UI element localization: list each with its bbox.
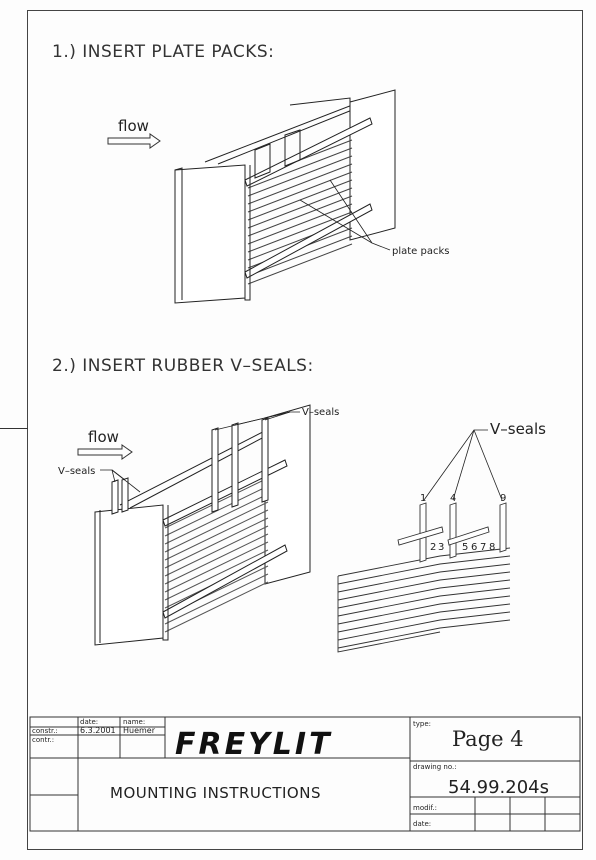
number-5: 5 — [462, 542, 468, 553]
number-9: 9 — [500, 493, 506, 504]
modif-label: modif.: — [413, 804, 437, 812]
date-value: 6.3.2001 — [80, 726, 116, 735]
constr-label: constr.: — [32, 727, 58, 735]
number-3: 3 — [438, 542, 444, 553]
type-label: type: — [413, 720, 431, 728]
number-8: 8 — [489, 542, 495, 553]
drawing-number: 54.99.204s — [448, 777, 549, 798]
detail-plate-stack — [337, 502, 511, 653]
v-seals-label-left: V–seals — [58, 466, 95, 477]
number-7: 7 — [480, 542, 486, 553]
document-title: MOUNTING INSTRUCTIONS — [110, 784, 321, 802]
margin-tick — [0, 428, 28, 429]
flow-label-1: flow — [118, 117, 149, 135]
flow-arrow-2 — [77, 444, 133, 460]
housing-1 — [174, 89, 396, 304]
step-2-heading: 2.) INSERT RUBBER V–SEALS: — [52, 356, 314, 376]
number-1: 1 — [420, 493, 426, 504]
housing-2 — [94, 404, 311, 646]
freylit-logo: FREYLIT — [175, 727, 333, 762]
date-label: date: — [80, 718, 98, 726]
plate-packs-leader — [299, 179, 391, 251]
plate-packs-label: plate packs — [392, 246, 449, 257]
detail-numbers: 1 4 9 2 3 5 6 7 8 — [420, 493, 506, 553]
v-seals-label-detail: V–seals — [490, 420, 546, 438]
v-seals-leader-top — [214, 411, 300, 431]
flow-label-2: flow — [88, 428, 119, 446]
v-seals-leader-detail — [423, 429, 503, 501]
v-seals-leader-left — [100, 469, 141, 493]
name-label: name: — [123, 718, 145, 726]
name-value: Huemer — [123, 726, 156, 735]
date2-label: date: — [413, 820, 431, 828]
drawing-sheet — [27, 10, 583, 850]
number-6: 6 — [471, 542, 477, 553]
page-number: Page 4 — [452, 727, 524, 751]
v-seals-label-top: V–seals — [302, 407, 339, 418]
number-2: 2 — [430, 542, 436, 553]
step-1-heading: 1.) INSERT PLATE PACKS: — [52, 42, 275, 62]
drawing-no-label: drawing no.: — [413, 763, 457, 771]
flow-arrow-1 — [107, 133, 161, 149]
contr-label: contr.: — [32, 736, 54, 744]
number-4: 4 — [450, 493, 456, 504]
